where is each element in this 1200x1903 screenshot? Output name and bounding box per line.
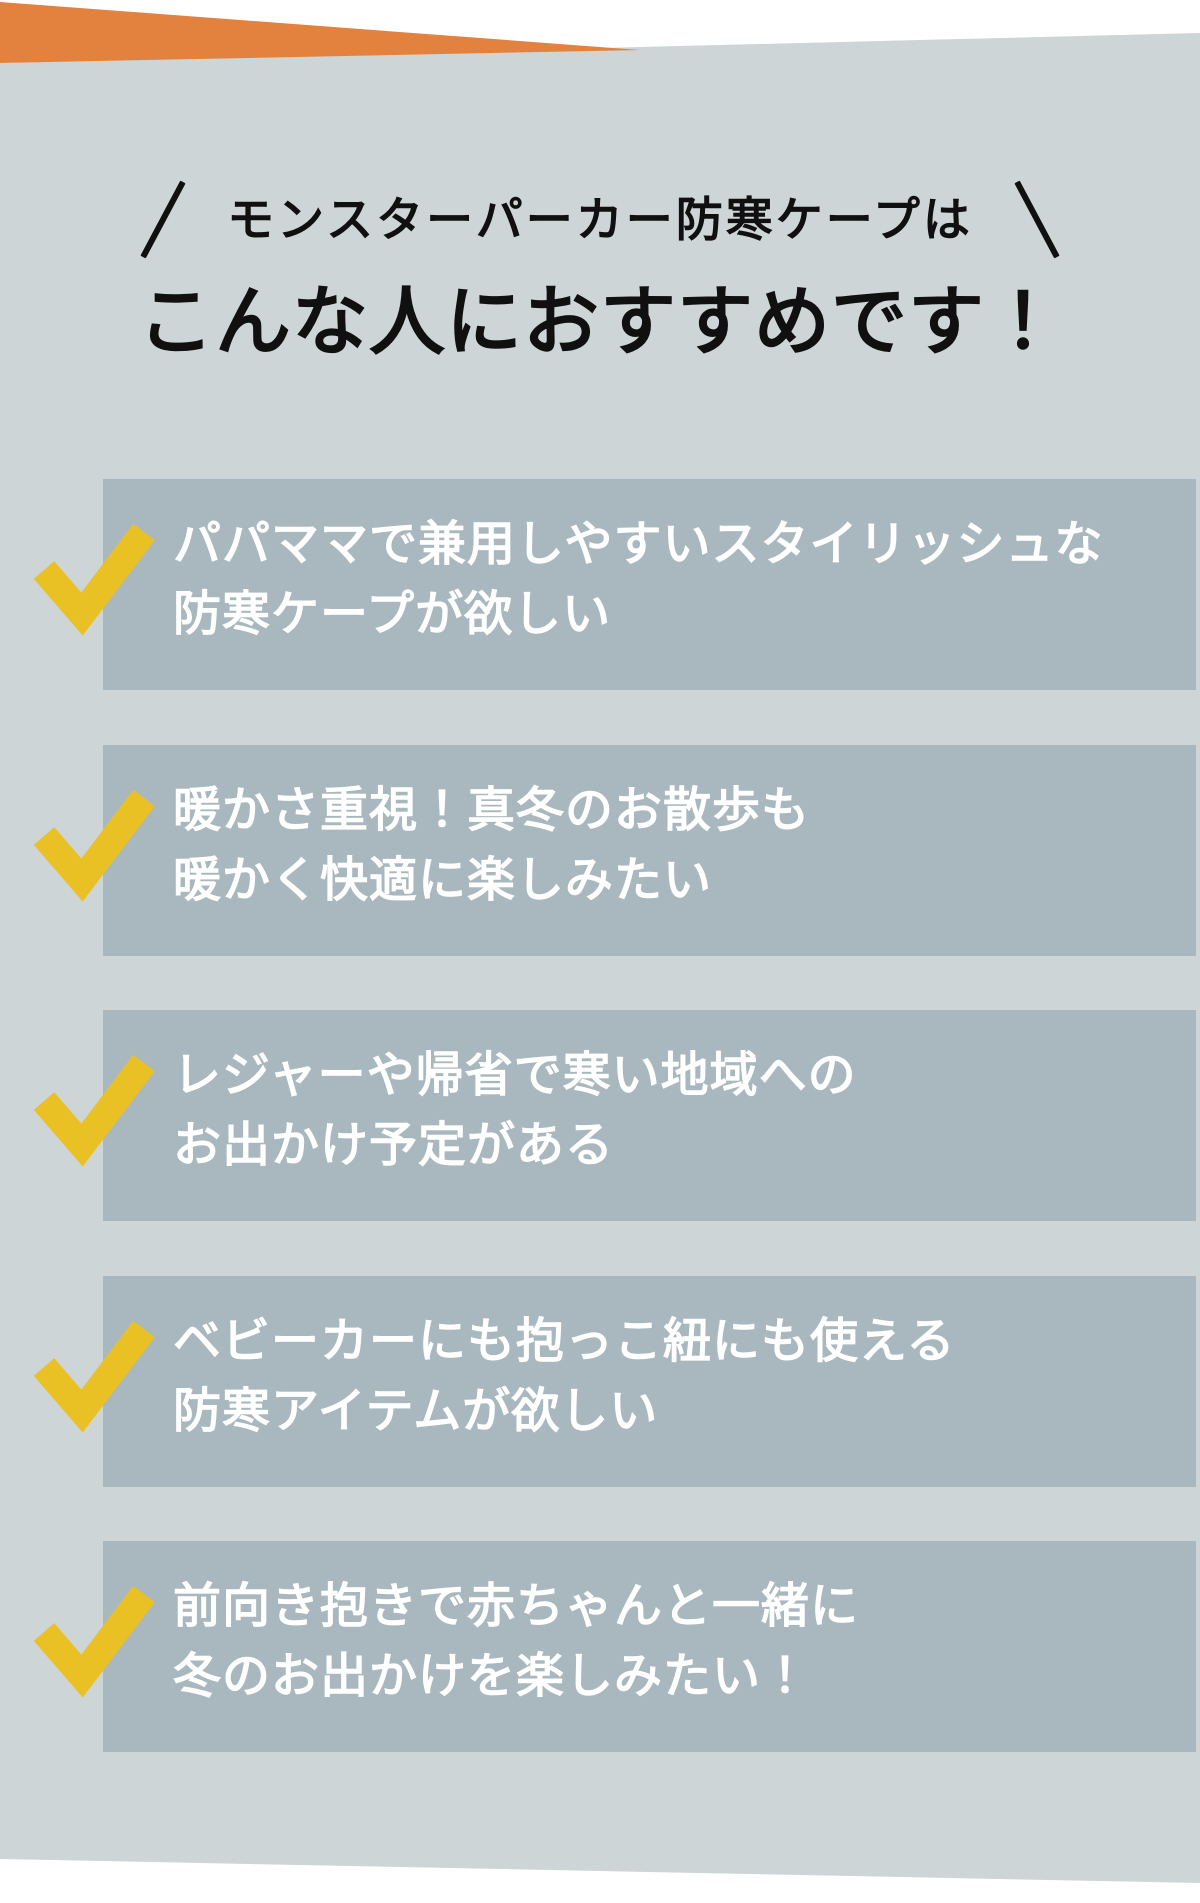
checklist-item-text: ベビーカーにも抱っこ紐にも使える 防寒アイテムが欲しい	[103, 1276, 1196, 1447]
checklist-item-text: 暖かさ重視！真冬のお散歩も 暖かく快適に楽しみたい	[103, 745, 1196, 916]
checklist-item: 前向き抱きで赤ちゃんと一緒に 冬のお出かけを楽しみたい！	[33, 1541, 1196, 1752]
checklist-item-text: 前向き抱きで赤ちゃんと一緒に 冬のお出かけを楽しみたい！	[103, 1541, 1196, 1712]
item-text-line2: 防寒ケープが欲しい	[173, 588, 612, 641]
checklist-item: ベビーカーにも抱っこ紐にも使える 防寒アイテムが欲しい	[33, 1276, 1196, 1487]
item-text-line2: お出かけ予定がある	[173, 1119, 615, 1172]
item-text-line1: ベビーカーにも抱っこ紐にも使える	[173, 1315, 956, 1368]
banner-subtitle: モンスターパーカー防寒ケープは	[227, 193, 973, 246]
item-text-line1: パパママで兼用しやすいスタイリッシュな	[173, 518, 1104, 571]
checklist-item-text: パパママで兼用しやすいスタイリッシュな 防寒ケープが欲しい	[103, 479, 1196, 650]
check-icon	[33, 1585, 155, 1698]
checklist-item: レジャーや帰省で寒い地域への お出かけ予定がある	[33, 1010, 1196, 1221]
checklist-item-text: レジャーや帰省で寒い地域への お出かけ予定がある	[103, 1010, 1196, 1181]
checklist-item: パパママで兼用しやすいスタイリッシュな 防寒ケープが欲しい	[33, 479, 1196, 690]
check-icon	[33, 789, 155, 902]
item-text-line2: 防寒アイテムが欲しい	[173, 1385, 659, 1438]
item-text-line1: 前向き抱きで赤ちゃんと一緒に	[173, 1580, 860, 1633]
item-text-line1: 暖かさ重視！真冬のお散歩も	[173, 784, 811, 837]
check-icon	[33, 1054, 155, 1167]
item-text-line1: レジャーや帰省で寒い地域への	[173, 1049, 857, 1102]
item-text-line2: 暖かく快適に楽しみたい	[173, 854, 713, 907]
checklist-item: 暖かさ重視！真冬のお散歩も 暖かく快適に楽しみたい	[33, 745, 1196, 956]
check-icon	[33, 523, 155, 636]
check-icon	[33, 1320, 155, 1433]
item-text-line2: 冬のお出かけを楽しみたい！	[173, 1650, 811, 1703]
banner-title: こんな人におすすめです！	[138, 280, 1062, 365]
